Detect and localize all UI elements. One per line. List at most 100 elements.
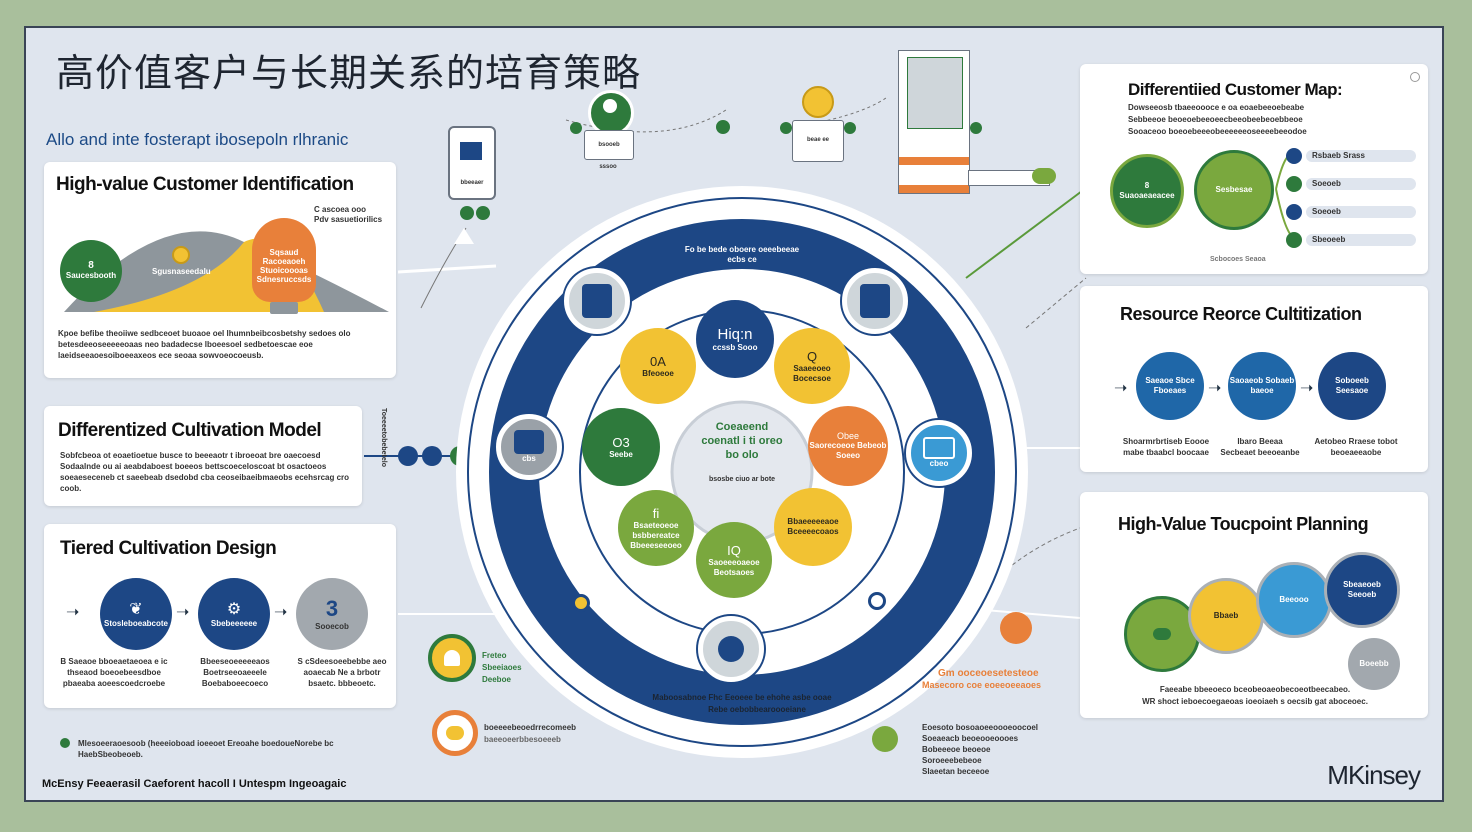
touchpoint-blob-gray: Boeebb [1348, 638, 1400, 690]
card-resource: Resource Reorce Cultitization ➝ Saeaoe S… [1080, 286, 1428, 472]
ring-badge-top-right [842, 268, 908, 334]
note-list-4: Slaeetan beceeoe [922, 767, 990, 776]
apple-icon: ❦ [129, 601, 143, 618]
legend-bar-0: Rsbaeb Srass [1306, 150, 1416, 162]
ring-badge-top-left [564, 268, 630, 334]
card-differentized-title: Differentized Cultivation Model [58, 420, 322, 441]
legend-bar-2: Soeoeb [1306, 206, 1416, 218]
differentized-body: Sobfcbeoa ot eoaetioetue busce to beeeao… [60, 451, 350, 493]
badge-orange-circle [432, 710, 478, 756]
flow-dot-top-e [970, 122, 982, 134]
flow-dot-2 [422, 446, 442, 466]
trophy-icon [802, 86, 834, 118]
tiered-step-2: ⚙ Sbebeeeeee [198, 578, 270, 650]
tiered-caption-2: Bbeeseoeeeeeaos Boetrseeoaeeele Boebaboe… [200, 657, 270, 688]
legend-dot-1 [1286, 176, 1302, 192]
touchpoint-blob-navy: Sbeaeoeb Seeoeb [1324, 552, 1400, 628]
gear-icon: ⚙ [226, 601, 242, 618]
leaf-badge-icon [872, 726, 898, 752]
card-resource-title: Resource Reorce Cultitization [1120, 304, 1362, 324]
footer-source: McEnsy Feeaerasil Caeforent hacoll I Unt… [42, 778, 347, 790]
identification-peak-label: Sgusnaseedalu [152, 267, 211, 276]
tiered-arrow-in: ➝ [66, 604, 80, 621]
flow-dot-1 [398, 446, 418, 466]
flow-dot-top-d [844, 122, 856, 134]
person-icon [603, 99, 617, 113]
infographic-frame: 高价值客户与长期关系的培育策略 Allo and inte fosterapt … [24, 26, 1444, 802]
resource-circle-3: Soboeeb Seesaoe [1318, 352, 1386, 420]
coin-icon [172, 246, 190, 264]
resource-circle-1: Saeaoe Sbce Fboeaes [1136, 352, 1204, 420]
map-line-1: Sebbeeoe beoeoebeeoeecbeeobeebeoebbeoe [1128, 115, 1303, 124]
card-map-title: Differentiied Customer Map: [1128, 80, 1343, 99]
plant-icon [1153, 628, 1171, 640]
brand-logo: MKinsey [1327, 760, 1421, 790]
house-icon [907, 57, 963, 129]
flow-node-3: beae ee [792, 120, 844, 162]
legend-dot-2 [1286, 204, 1302, 220]
tiered-arrow-2: ➝ [274, 604, 288, 621]
tiered-step-3: 3 Sooecob [296, 578, 368, 650]
card-map: Differentiied Customer Map: Dowseeosb tb… [1080, 64, 1428, 274]
lightbulb-base [270, 302, 298, 314]
map-left-circle: 8 Suaoaeaeacee [1110, 154, 1184, 228]
orange-note-line-1: Gm ooceoesetesteoe [938, 668, 1039, 679]
petal-lime-bottom: IQ Saoeeeoaeoe Beotsaoes [696, 522, 772, 598]
note-dot-icon [60, 738, 70, 748]
petal-green: O3 Seebe [582, 408, 660, 486]
ring-badge-bottom [698, 616, 764, 682]
resource-caption-1: Ibaro Beeaa Secbeaet beeoeanbe [1220, 437, 1300, 457]
legend-bar-1: Soeoeb [1306, 178, 1416, 190]
touchpoint-blob-yellow: Bbaeb [1188, 578, 1264, 654]
note-list-2: Bobeeeoe beoeoe [922, 745, 991, 754]
flow-node-4-stripe-b [899, 185, 969, 193]
resource-arrow-in: ➝ [1114, 380, 1128, 397]
center-top-circle: Hiq:n ccssb Sooo [696, 300, 774, 378]
flow-dot-top-b [716, 120, 730, 134]
ring-small-dot-right [868, 592, 886, 610]
flow-node-2-sub: sssoo [599, 164, 617, 170]
flow-node-2-card: bsooeb [584, 130, 634, 160]
id-card-icon [582, 284, 612, 318]
note-list-1: Soeaeacb beoeooeoooes [922, 734, 1019, 743]
bottom-left-note: Mlesoeeraoesoob (heeeioboad ioeeoet Ereo… [78, 739, 334, 759]
badge-gold-line-3: Deeboe [482, 675, 511, 684]
petal-yellow-lower: Bbaeeeeeaoe Bceeeecoaos [774, 488, 852, 566]
tiered-caption-3: S cSdeesoeebebbe aeo aoaecab Ne a brbotr… [297, 657, 387, 688]
flow-node-4 [898, 50, 970, 194]
ring-arc-text-bottom-2: Rebe oebobbearoooeiane [708, 705, 806, 714]
card-tiered: Tiered Cultivation Design ➝ ❦ Stosleboea… [44, 524, 396, 708]
id-card-icon-2 [860, 284, 890, 318]
page-subtitle: Allo and inte fosterapt ibosepoln rlhran… [46, 130, 349, 149]
identification-small-label-2: Pdv sasuetiorilics [314, 215, 383, 224]
flow-node-1-dot-b [476, 206, 490, 220]
card-identification-title: High-value Customer Identification [56, 174, 354, 195]
tiered-step-1: ❦ Stosleboeabcote [100, 578, 172, 650]
identification-green-circle: 8 Saucesbooth [60, 240, 122, 302]
lightbulb-icon: Sqsaud Racoeaoeh Stuoicoooas Sdnesruccsd… [252, 218, 316, 302]
chart-icon [460, 142, 482, 160]
resource-arrow-2: ➝ [1300, 380, 1314, 397]
orange-dot-icon [1000, 612, 1032, 644]
note-list-0: Eoesoto bosoaoeeoooeoocoel [922, 723, 1039, 732]
touchpoint-blob-green [1124, 596, 1200, 672]
petal-orange: Obee Saorecoeoe Bebeob Soeeo [808, 406, 888, 486]
badge-gold-line-2: Sbeeiaoes [482, 663, 522, 672]
core-line-2: coenatl i ti oreo [701, 435, 783, 447]
legend-bar-3: Sbeoeeb [1306, 234, 1416, 246]
flow-node-1-dot [460, 206, 474, 220]
bell-icon [444, 650, 460, 666]
badge-gold-circle [428, 634, 476, 682]
ring-small-dot-left [572, 594, 590, 612]
badge-gold-line-1: Freteo [482, 651, 507, 660]
ring-badge-right: cbeo [906, 420, 972, 486]
core-sub: bsosbe ciuo ar bote [708, 476, 776, 483]
map-line-2: Sooaceoo boeoebeeeobeeeeeeoseeeebeeodoe [1128, 127, 1307, 136]
resource-circle-2: Saoaeob Sobaeb baeoe [1228, 352, 1296, 420]
card-identification: High-value Customer Identification C asc… [44, 162, 396, 378]
network-icon [454, 228, 474, 244]
identification-small-label: C ascoea ooo [314, 205, 367, 214]
legend-dot-0 [1286, 148, 1302, 164]
chip-icon [514, 430, 544, 454]
resource-caption-0: Shoarmrbrtiseb Eoooe mabe tbaabcl boocaa… [1122, 437, 1210, 457]
